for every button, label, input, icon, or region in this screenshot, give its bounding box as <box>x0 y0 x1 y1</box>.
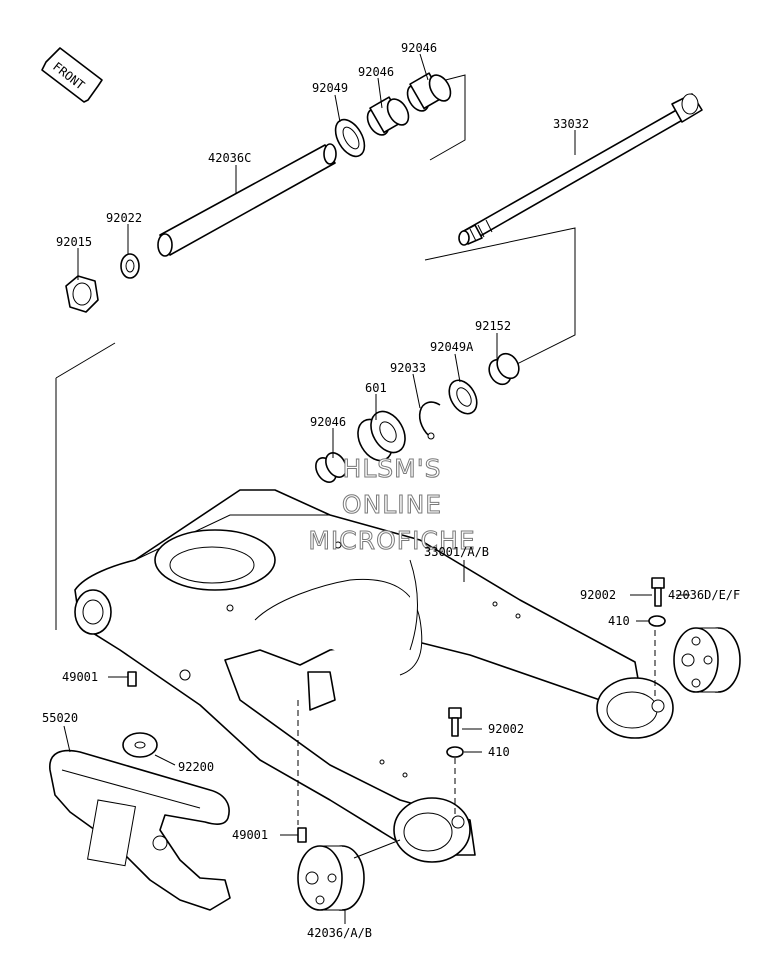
pivot-sleeve-42036c <box>157 143 337 257</box>
label-92049: 92049 <box>312 81 348 95</box>
label-92033: 92033 <box>390 361 426 375</box>
label-92002-center: 92002 <box>488 722 524 736</box>
label-33001: 33001/A/B <box>424 545 489 559</box>
label-49001-left: 49001 <box>62 670 98 684</box>
washer-410-center <box>446 746 464 758</box>
watermark-line-2: ONLINE <box>342 490 442 519</box>
washer-92200 <box>122 732 158 758</box>
bushing-42036ab <box>297 845 365 911</box>
label-92152: 92152 <box>475 319 511 333</box>
bushing-42036def <box>673 627 741 693</box>
label-42036c: 42036C <box>208 151 251 165</box>
label-92002-right: 92002 <box>580 588 616 602</box>
bolt-92002-right <box>651 577 665 607</box>
bolt-92002-center <box>448 707 462 737</box>
grease-nipple-49001-left <box>127 671 137 687</box>
nut-92015 <box>65 275 99 313</box>
bearing-92046-mid <box>366 96 410 136</box>
pivot-bolt-33032 <box>458 93 703 246</box>
label-601: 601 <box>365 381 387 395</box>
label-92049a: 92049A <box>430 340 474 354</box>
label-92015: 92015 <box>56 235 92 249</box>
label-42036def: 42036D/E/F <box>668 588 740 602</box>
washer-410-right <box>648 615 666 627</box>
circlip-92033 <box>418 401 441 440</box>
seal-92049a <box>448 379 478 415</box>
front-arrow-icon: FRONT <box>41 47 103 103</box>
label-92046-mid: 92046 <box>358 65 394 79</box>
swingarm-33001 <box>74 489 674 863</box>
label-49001-bottom: 49001 <box>232 828 268 842</box>
bearing-92046-low <box>315 452 347 483</box>
watermark-line-3: MICROFICHE <box>308 526 475 555</box>
collar-92152 <box>488 352 520 386</box>
label-42036ab: 42036/A/B <box>307 926 372 940</box>
label-55020: 55020 <box>42 711 78 725</box>
label-33032: 33032 <box>553 117 589 131</box>
bearing-601 <box>357 410 406 462</box>
watermark-line-1: HLSM'S <box>343 454 442 483</box>
label-410-center: 410 <box>488 745 510 759</box>
label-92022: 92022 <box>106 211 142 225</box>
washer-92022 <box>120 253 140 279</box>
label-92046-top: 92046 <box>401 41 437 55</box>
label-92200: 92200 <box>178 760 214 774</box>
label-92046-low: 92046 <box>310 415 346 429</box>
bearing-92046-top <box>406 72 452 112</box>
seal-92049 <box>334 118 366 158</box>
label-410-right: 410 <box>608 614 630 628</box>
chain-slider-55020 <box>49 749 231 911</box>
grease-nipple-49001-bottom <box>297 827 307 843</box>
